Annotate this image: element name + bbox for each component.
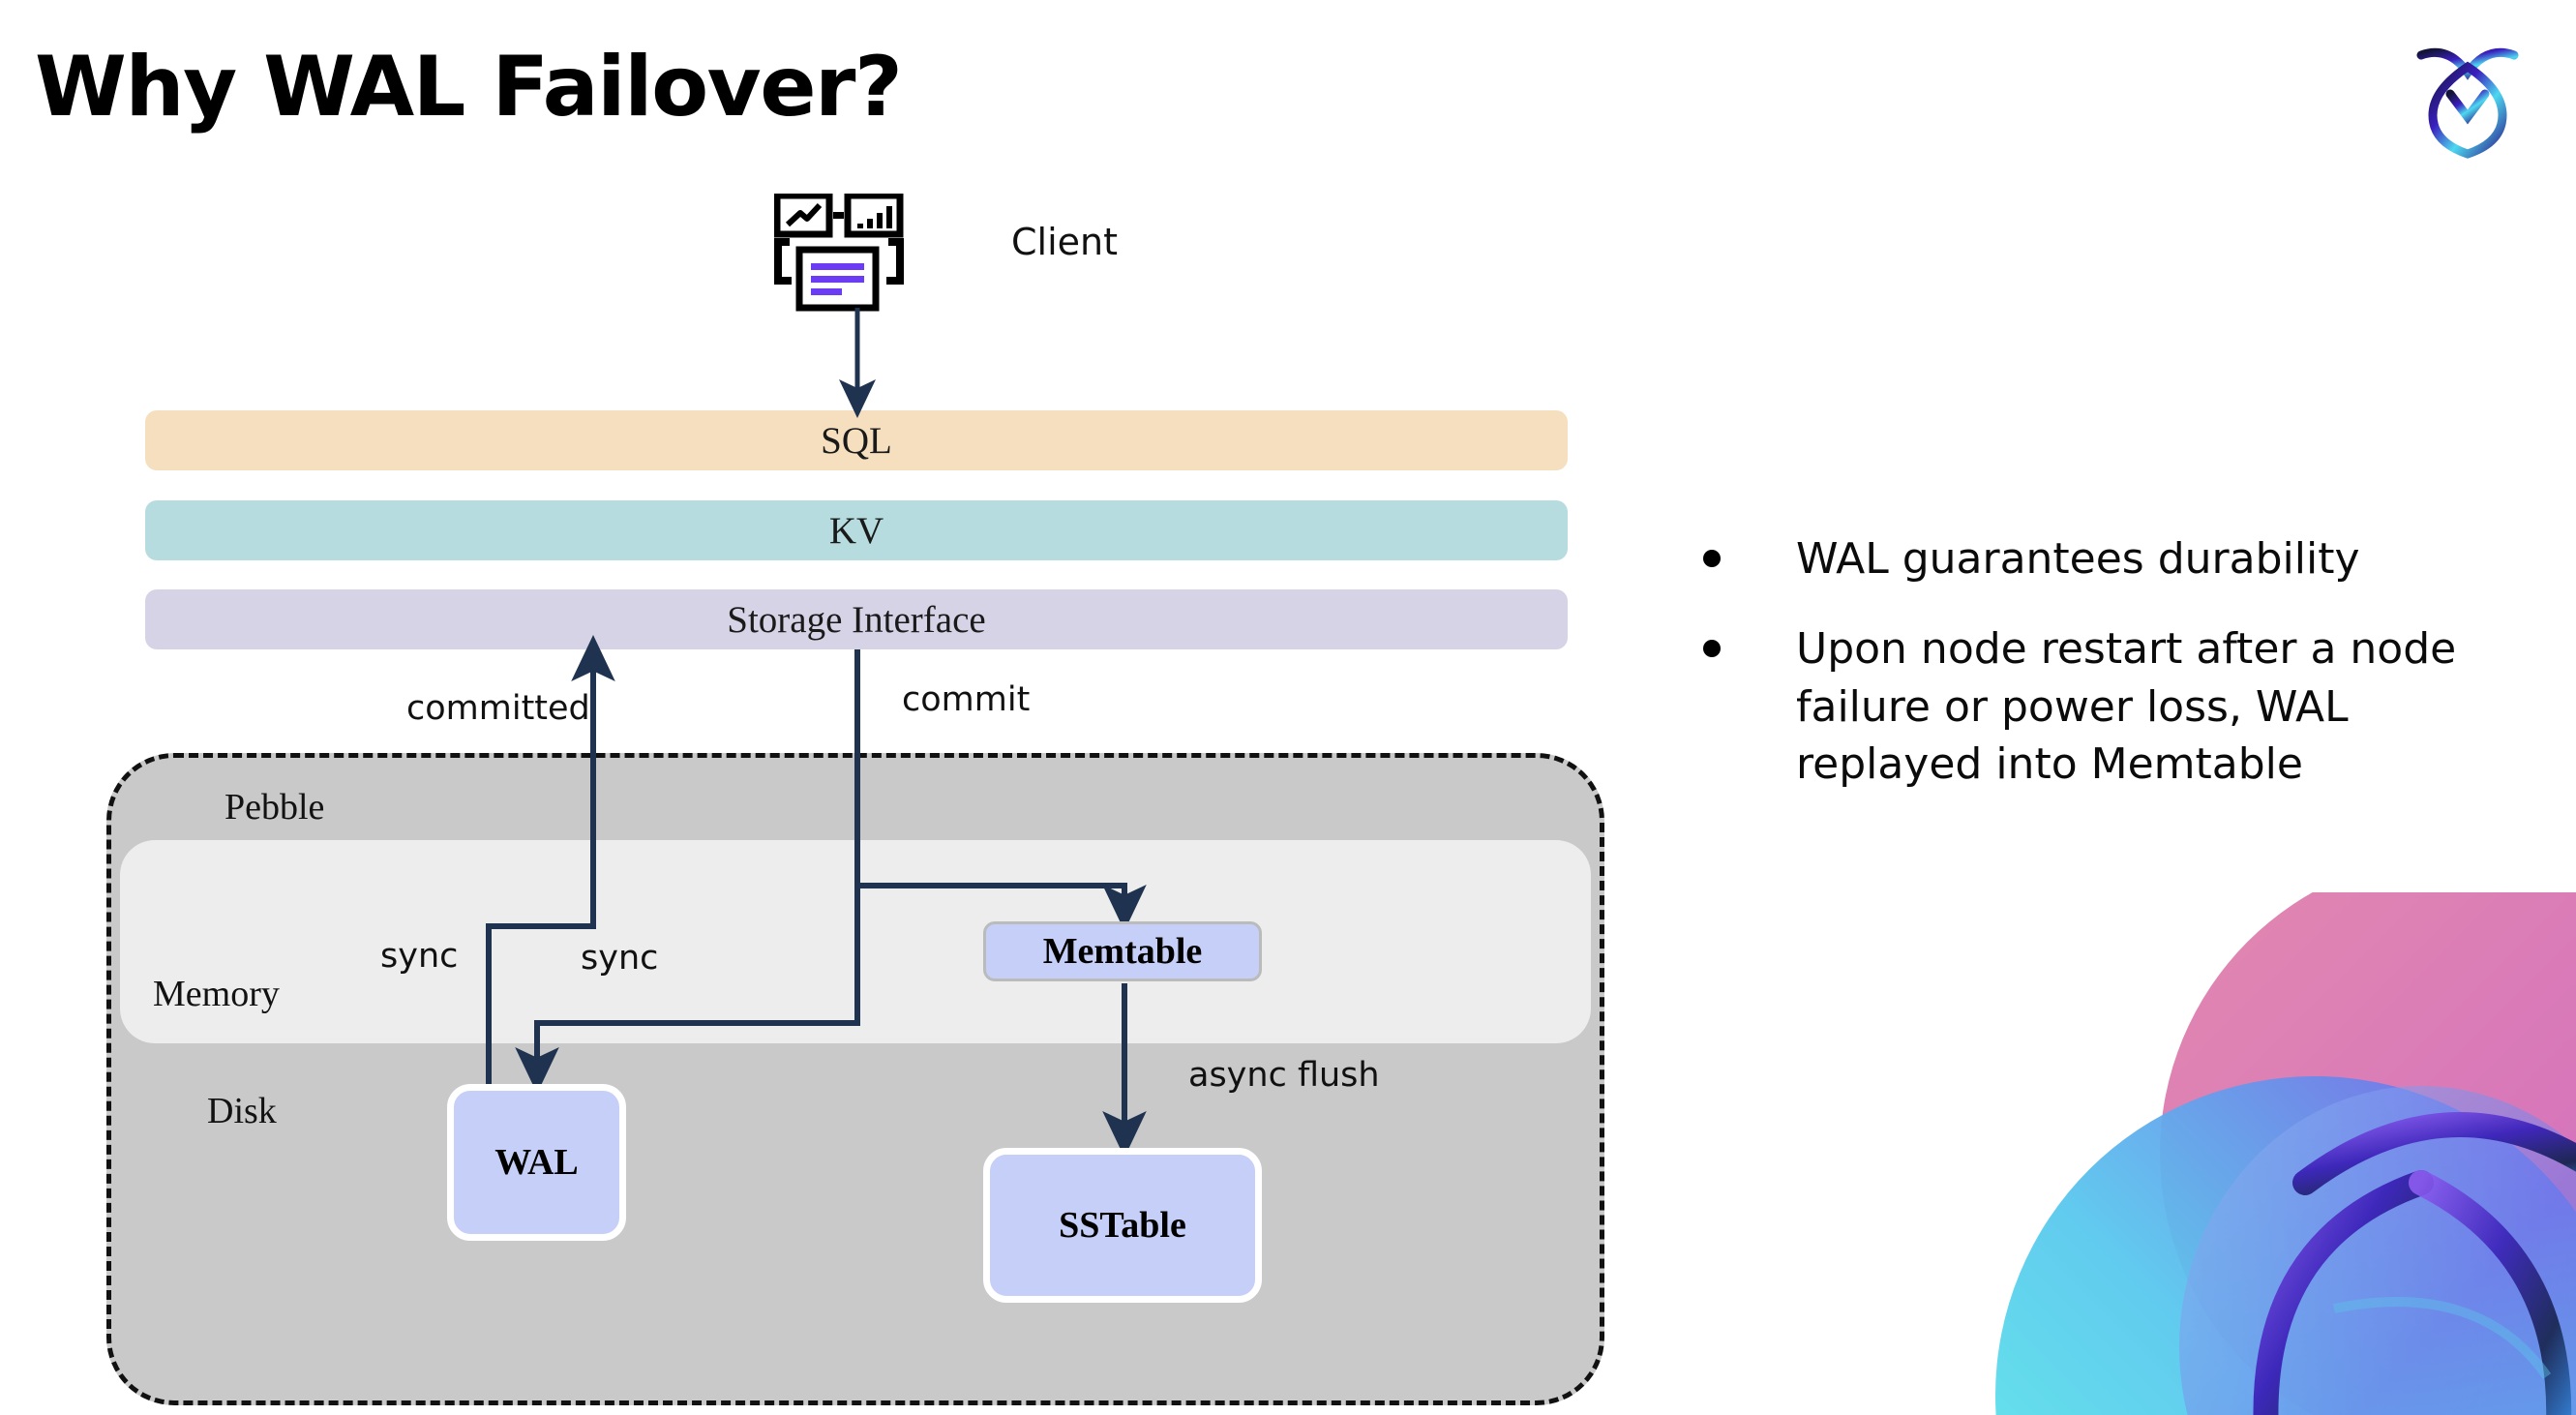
bullet-text: Upon node restart after a node failure o… <box>1796 624 2457 790</box>
bullet-text: WAL guarantees durability <box>1796 534 2360 584</box>
pebble-label: Pebble <box>225 787 325 828</box>
page-title: Why WAL Failover? <box>35 39 903 135</box>
component-box-sstable: SSTable <box>983 1148 1262 1303</box>
flow-label-commit: commit <box>902 680 1031 719</box>
notes-bullet-list: WAL guarantees durability Upon node rest… <box>1703 530 2516 827</box>
layer-label-kv: KV <box>828 509 884 552</box>
flow-label-sync-left: sync <box>380 937 459 976</box>
bullet-dot-icon <box>1703 550 1721 567</box>
component-label-wal: WAL <box>494 1142 579 1183</box>
bullet-dot-icon <box>1703 640 1721 658</box>
list-item: WAL guarantees durability <box>1703 530 2516 587</box>
list-item: Upon node restart after a node failure o… <box>1703 620 2516 793</box>
layer-bar-kv: KV <box>145 500 1568 560</box>
client-workstation-icon <box>773 192 929 315</box>
layer-label-sql: SQL <box>821 419 892 462</box>
layer-bar-storage-interface: Storage Interface <box>145 589 1568 649</box>
component-label-sstable: SSTable <box>1059 1205 1186 1246</box>
flow-label-sync-right: sync <box>581 939 659 978</box>
component-box-wal: WAL <box>447 1084 626 1241</box>
memory-region <box>120 840 1591 1043</box>
flow-label-async-flush: async flush <box>1188 1056 1380 1095</box>
layer-label-storage-interface: Storage Interface <box>727 598 986 641</box>
decorative-brand-graphic <box>1879 892 2576 1415</box>
flow-label-committed: committed <box>406 689 590 728</box>
disk-label: Disk <box>207 1091 277 1131</box>
layer-bar-sql: SQL <box>145 410 1568 470</box>
client-label: Client <box>1011 221 1119 263</box>
cockroach-labs-logo-icon <box>2410 34 2526 160</box>
component-label-memtable: Memtable <box>1042 931 1203 972</box>
memory-label: Memory <box>153 974 280 1014</box>
component-box-memtable: Memtable <box>983 921 1262 981</box>
